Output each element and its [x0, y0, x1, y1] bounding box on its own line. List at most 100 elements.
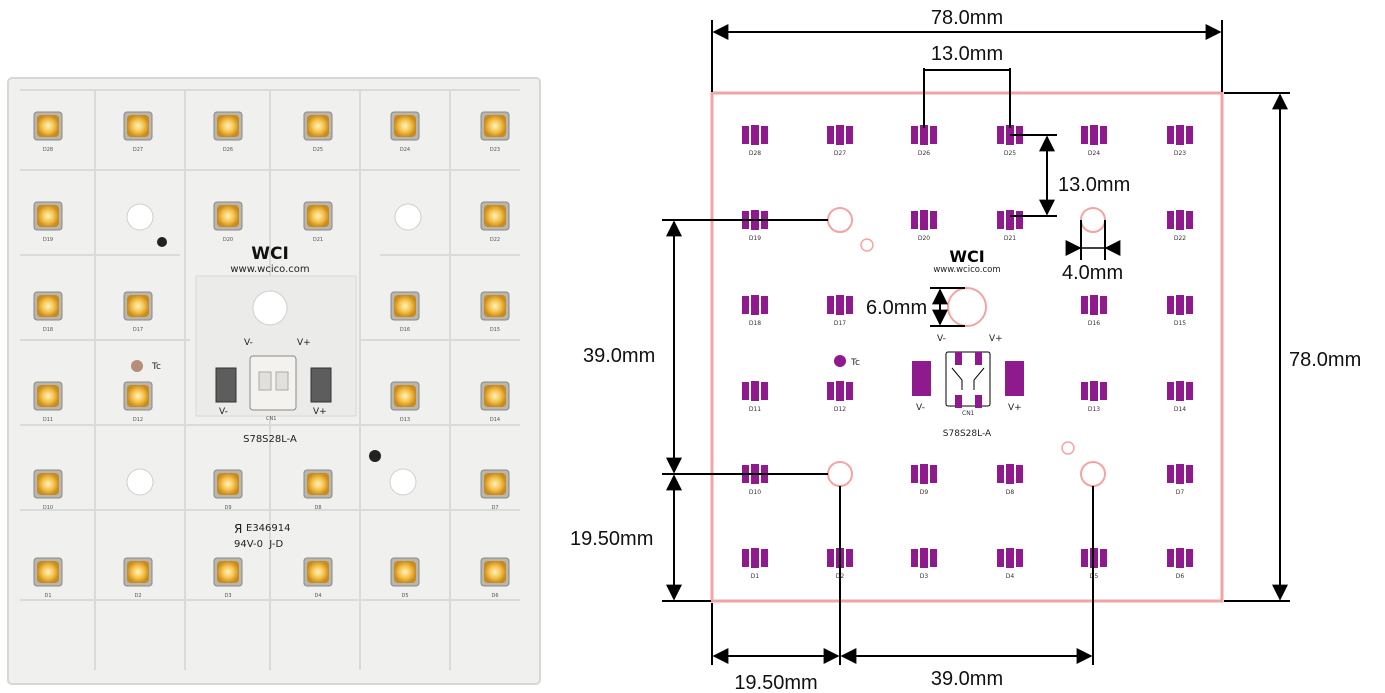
drawing-led-label: D23: [1174, 150, 1186, 157]
photo-led-label: D28: [43, 147, 53, 153]
drawing-vminus-bottom: V-: [916, 403, 925, 413]
dim-hole-offset-y-label: 19.50mm: [570, 528, 653, 550]
photo-center-hole: [252, 290, 288, 326]
drawing-led-label: D7: [1176, 489, 1185, 496]
photo-led: D16: [390, 291, 420, 333]
photo-led: D1: [33, 557, 63, 599]
drawing-led-label: D11: [749, 406, 761, 413]
drawing-led: D12: [827, 381, 853, 413]
photo-led-label: D3: [224, 593, 231, 599]
photo-led: D21: [303, 201, 333, 243]
photo-mount-hole: [126, 468, 154, 496]
photo-led-label: D5: [401, 593, 408, 599]
drawing-connector-contact: [975, 395, 982, 408]
photo-led: D11: [33, 381, 63, 423]
dim-hole-spacing-x: 39.0mm: [840, 486, 1094, 690]
drawing-led-label: D21: [1004, 235, 1016, 242]
drawing-led: D3: [911, 548, 937, 580]
photo-led-label: D20: [223, 237, 233, 243]
photo-led: D3: [213, 557, 243, 599]
drawing-tc-label: Tc: [850, 358, 860, 368]
photo-led-label: D6: [491, 593, 498, 599]
drawing-led: D8: [997, 464, 1023, 496]
drawing-center-hole: [947, 287, 987, 327]
drawing-led: D21: [997, 210, 1023, 242]
photo-led-label: D4: [314, 593, 321, 599]
drawing-led-label: D15: [1174, 320, 1186, 327]
drawing-led: D24: [1081, 125, 1107, 157]
drawing-led-label: D24: [1088, 150, 1100, 157]
photo-led: D24: [390, 111, 420, 153]
photo-led: D26: [213, 111, 243, 153]
photo-ul-mark: Я: [234, 522, 242, 536]
photo-led-label: D13: [400, 417, 410, 423]
photo-led-label: D12: [133, 417, 143, 423]
photo-connector-label: CN1: [266, 416, 276, 422]
drawing-led-label: D9: [920, 489, 929, 496]
photo-led-label: D11: [43, 417, 53, 423]
photo-led-label: D21: [313, 237, 323, 243]
photo-led: D6: [480, 557, 510, 599]
drawing-led-label: D10: [749, 489, 761, 496]
photo-connector-slot: [258, 371, 272, 391]
drawing-led-label: D22: [1174, 235, 1186, 242]
drawing-connector-contact: [955, 352, 962, 365]
photo-led: D12: [123, 381, 153, 423]
drawing-led-label: D8: [1006, 489, 1015, 496]
photo-led: D28: [33, 111, 63, 153]
photo-led-label: D22: [490, 237, 500, 243]
photo-led-label: D18: [43, 327, 53, 333]
drawing-brand-logo: WCI: [949, 247, 984, 266]
photo-mount-hole: [126, 203, 154, 231]
drawing-led: D23: [1167, 125, 1193, 157]
photo-vplus-bottom: V+: [313, 407, 327, 417]
dim-mount-hole: 4.0mm: [1062, 220, 1123, 284]
photo-vminus-top: V-: [244, 338, 253, 348]
photo-led: D14: [480, 381, 510, 423]
drawing-led: D20: [911, 210, 937, 242]
drawing-led-label: D19: [749, 235, 761, 242]
photo-led-label: D14: [490, 417, 500, 423]
photo-led: D27: [123, 111, 153, 153]
photo-led: D19: [33, 201, 63, 243]
drawing-connector-contact: [955, 395, 962, 408]
drawing-vplus-top: V+: [989, 334, 1003, 344]
photo-led: D4: [303, 557, 333, 599]
photo-pad-minus: [215, 367, 237, 403]
photo-led-label: D15: [490, 327, 500, 333]
photo-led-label: D26: [223, 147, 233, 153]
drawing-vminus-top: V-: [937, 334, 946, 344]
photo-led-label: D9: [224, 505, 231, 511]
drawing-led-label: D17: [834, 320, 846, 327]
dim-led-pitch-y: 13.0mm: [1010, 134, 1130, 217]
drawing-led: D1: [742, 548, 768, 580]
photo-led-label: D23: [490, 147, 500, 153]
photo-mount-hole: [389, 468, 417, 496]
drawing-led: D22: [1167, 210, 1193, 242]
dim-center-hole: 6.0mm: [866, 287, 965, 327]
photo-led: D13: [390, 381, 420, 423]
dim-overall-height: 78.0mm: [1224, 92, 1361, 602]
dim-overall-width: 78.0mm: [711, 7, 1223, 92]
drawing-connector-body: [951, 367, 985, 390]
photo-mount-hole: [394, 203, 422, 231]
dim-led-pitch-x-label: 13.0mm: [931, 43, 1003, 65]
drawing-led: D28: [742, 125, 768, 157]
photo-vplus-top: V+: [297, 338, 311, 348]
drawing-led-label: D12: [834, 406, 846, 413]
photo-rating: 94V-0 J-D: [234, 539, 284, 550]
drawing-led-label: D18: [749, 320, 761, 327]
drawing-led: D27: [827, 125, 853, 157]
drawing-led: D26: [911, 125, 937, 157]
dim-hole-spacing-x-label: 39.0mm: [931, 668, 1003, 690]
drawing-mount-hole: [1080, 461, 1106, 487]
drawing-led-label: D25: [1004, 150, 1016, 157]
photo-led: D10: [33, 469, 63, 511]
drawing-led: D19: [742, 210, 768, 242]
drawing-led-label: D26: [918, 150, 930, 157]
drawing-connector-outline: [945, 351, 991, 407]
